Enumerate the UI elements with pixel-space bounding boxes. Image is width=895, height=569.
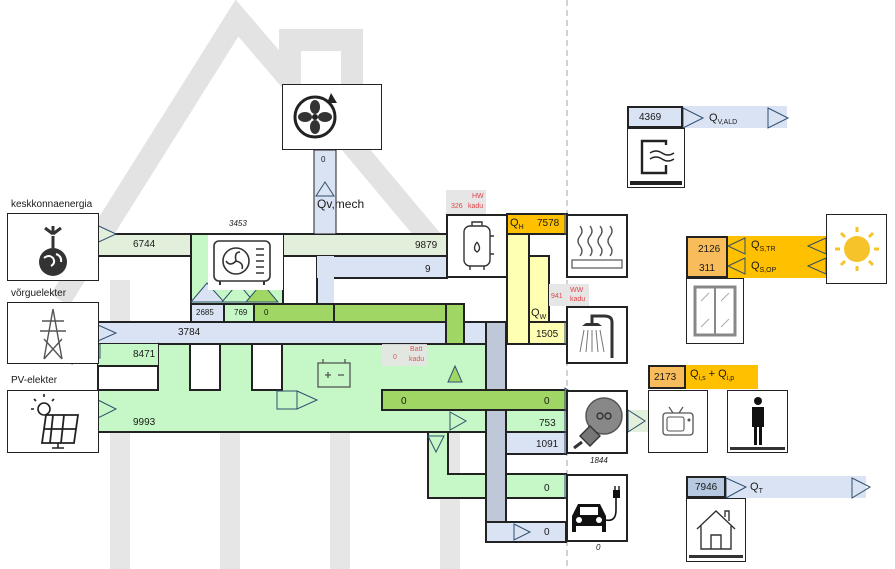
hw-loss-badge: HW 326 kadu <box>446 190 486 214</box>
solar-tr-label: QS,TR <box>751 239 776 254</box>
vent-loss-value-box: 4369 <box>627 106 683 128</box>
solar-op-value: 311 <box>699 263 715 274</box>
vent-loss-value: 4369 <box>639 112 662 123</box>
sun-icon <box>835 227 879 271</box>
hw-loss-label2: kadu <box>468 203 484 210</box>
ventilation-value: 0 <box>321 155 326 164</box>
grid-electricity-label: võrguelekter <box>11 288 67 299</box>
electric-car-icon <box>572 486 620 532</box>
battery-output-value: 0 <box>401 396 407 407</box>
battery-loss-badge: Batt 0 kadu <box>382 344 427 366</box>
ventilation-box[interactable] <box>282 84 382 150</box>
tv-box[interactable] <box>648 390 708 453</box>
flow-dhw <box>506 233 530 345</box>
hp-pv-input: 769 <box>234 308 248 317</box>
person-icon <box>730 397 785 450</box>
internal-gains-value-box: 2173 <box>648 365 686 389</box>
air-exhaust-icon <box>630 139 682 185</box>
grid-import-value: 3784 <box>178 327 201 338</box>
flow-battery-to-appliances <box>381 389 568 411</box>
heat-pump-unit[interactable] <box>208 235 283 290</box>
grid-export-value: 8471 <box>133 349 156 360</box>
battery-box[interactable] <box>283 345 382 410</box>
radiator-heat-icon <box>571 225 623 269</box>
ev-grid-input: 0 <box>544 527 550 538</box>
hw-loss-label: HW <box>472 193 484 200</box>
window-box[interactable] <box>686 278 744 344</box>
plug-socket-icon <box>573 397 623 450</box>
battery-icon <box>317 359 351 388</box>
flow-pv-to-appliances <box>505 409 567 433</box>
house-box[interactable] <box>686 498 746 562</box>
qw-label: QW <box>531 307 547 322</box>
heat-pump-icon <box>213 240 271 285</box>
appliances-total: 1844 <box>590 456 608 465</box>
district-value: 6744 <box>133 239 156 250</box>
district-energy-label: keskkonnaenergia <box>11 199 93 210</box>
hp-grid-input: 2685 <box>196 308 214 317</box>
shower-box[interactable] <box>566 306 628 364</box>
water-heater-icon <box>463 221 494 270</box>
solar-op-label: QS,OP <box>751 260 777 275</box>
earth-wind-icon <box>39 226 67 276</box>
flow-grid-riser <box>317 256 334 344</box>
house-icon <box>689 510 743 558</box>
battery-loss-label: Batt <box>410 346 423 353</box>
space-heating-box[interactable] <box>566 214 628 278</box>
transmission-label: QT <box>750 481 763 496</box>
transmission-value: 7946 <box>695 482 718 493</box>
appliances-box[interactable] <box>566 390 628 454</box>
power-pylon-icon <box>40 308 66 360</box>
boiler-box[interactable] <box>446 214 508 278</box>
grid-electricity-box[interactable] <box>7 302 99 364</box>
qh-value: 7578 <box>537 218 560 229</box>
ev-box[interactable] <box>566 474 628 542</box>
flow-grid-import <box>97 321 494 345</box>
internal-gains-value: 2173 <box>654 372 677 383</box>
boiler-heat-input: 9879 <box>415 240 438 251</box>
ww-loss-label2: kadu <box>570 296 586 303</box>
ww-loss-label: WW <box>570 287 584 294</box>
pv-electricity-label: PV-elekter <box>11 375 58 386</box>
appliance-battery-input: 0 <box>544 396 550 407</box>
appliance-pv-input: 753 <box>539 418 556 429</box>
shower-icon <box>579 314 614 358</box>
battery-loss-value: 0 <box>393 354 397 361</box>
hp-battery-input: 0 <box>264 308 269 317</box>
heat-pump-total: 3453 <box>229 219 247 228</box>
solar-tr-value: 2126 <box>698 244 721 255</box>
internal-gains-label: Qi,s + Qi,p <box>690 368 735 383</box>
ww-loss-value: 941 <box>551 293 563 300</box>
ev-pv-input: 0 <box>544 483 550 494</box>
qw-value: 1505 <box>536 329 559 340</box>
hw-loss-value: 326 <box>451 203 463 210</box>
ventilation-fan-icon <box>293 93 337 139</box>
window-icon <box>693 285 737 337</box>
ev-total: 0 <box>596 543 601 552</box>
ventilation-label: Qv,mech <box>317 197 365 211</box>
ww-loss-badge: WW 941 kadu <box>549 284 589 306</box>
qh-label: QH <box>510 217 524 232</box>
boiler-elec-input: 9 <box>425 264 431 275</box>
pv-value: 9993 <box>133 417 156 428</box>
person-box[interactable] <box>727 390 788 453</box>
flow-grid-trunk <box>485 321 507 533</box>
pv-electricity-box[interactable] <box>7 390 99 453</box>
battery-loss-label2: kadu <box>409 356 425 363</box>
sun-box[interactable] <box>826 214 887 284</box>
appliance-grid-input: 1091 <box>536 439 559 450</box>
tv-icon <box>662 406 694 436</box>
flow-pv-to-ev <box>427 431 487 499</box>
vent-loss-box[interactable] <box>627 128 685 188</box>
district-energy-box[interactable] <box>7 213 99 281</box>
solar-panel-icon <box>31 394 80 449</box>
transmission-value-box: 7946 <box>686 476 726 498</box>
solar-gains-value-box: 2126 311 <box>686 236 728 278</box>
vent-loss-label: QV,ALD <box>709 112 738 127</box>
